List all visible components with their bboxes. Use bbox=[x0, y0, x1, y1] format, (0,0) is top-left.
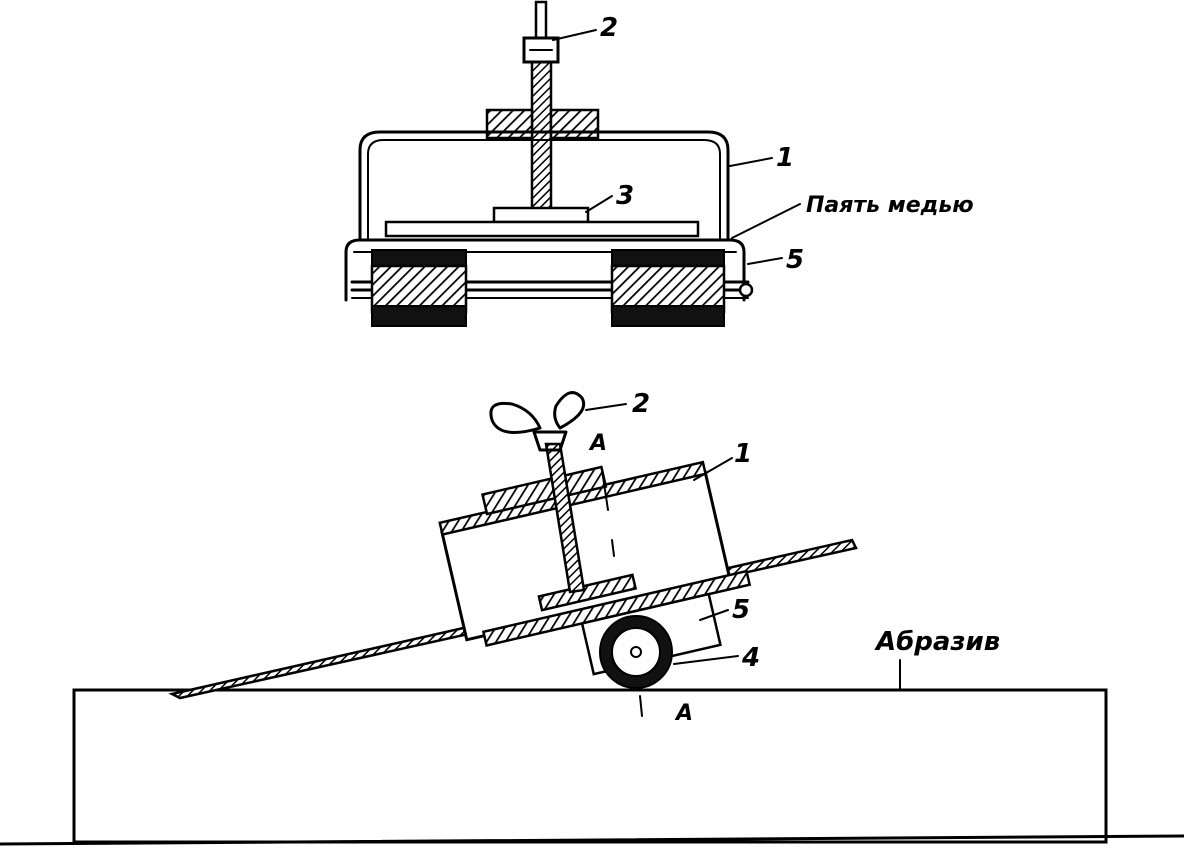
leader-braze bbox=[731, 203, 801, 239]
pad bbox=[384, 206, 700, 238]
holder-assembly bbox=[438, 460, 752, 676]
abrasive-block bbox=[0, 688, 1184, 846]
wing-nut bbox=[489, 391, 586, 452]
frame bbox=[358, 130, 730, 240]
label-holder-frame: 1 bbox=[734, 439, 752, 469]
leader-screw bbox=[552, 29, 597, 41]
nut bbox=[522, 36, 560, 64]
leader-pad bbox=[585, 195, 613, 213]
leader-axle bbox=[747, 257, 783, 265]
label-axle: 5 bbox=[786, 245, 804, 275]
label-bottom-plate: 5 bbox=[732, 595, 750, 625]
leader-holder-frame bbox=[693, 457, 733, 481]
label-abrasive: Абразив bbox=[874, 627, 1000, 657]
label-wheel: 4 bbox=[741, 643, 760, 673]
top-view: 2 1 3 Паять медью 5 bbox=[344, 0, 974, 327]
wheel bbox=[599, 615, 673, 689]
screw-rod bbox=[530, 0, 553, 212]
leader-wing-screw bbox=[585, 403, 627, 411]
side-view: 2 1 A 5 4 A Абразив bbox=[0, 389, 1184, 846]
leader-bottom-plate bbox=[699, 609, 729, 621]
leader-frame bbox=[729, 157, 773, 167]
leader-wheel bbox=[673, 655, 739, 665]
section-line bbox=[601, 469, 643, 717]
label-section-top: A bbox=[588, 431, 607, 456]
label-wing-screw: 2 bbox=[632, 389, 650, 419]
label-pad: 3 bbox=[616, 181, 634, 211]
label-screw: 2 bbox=[600, 13, 618, 43]
label-braze-note: Паять медью bbox=[806, 193, 974, 218]
left-wheel bbox=[370, 249, 468, 327]
label-frame: 1 bbox=[776, 143, 794, 173]
label-section-bottom: A bbox=[674, 701, 693, 726]
wing-screw-rod bbox=[544, 442, 586, 594]
right-wheel bbox=[610, 249, 726, 327]
